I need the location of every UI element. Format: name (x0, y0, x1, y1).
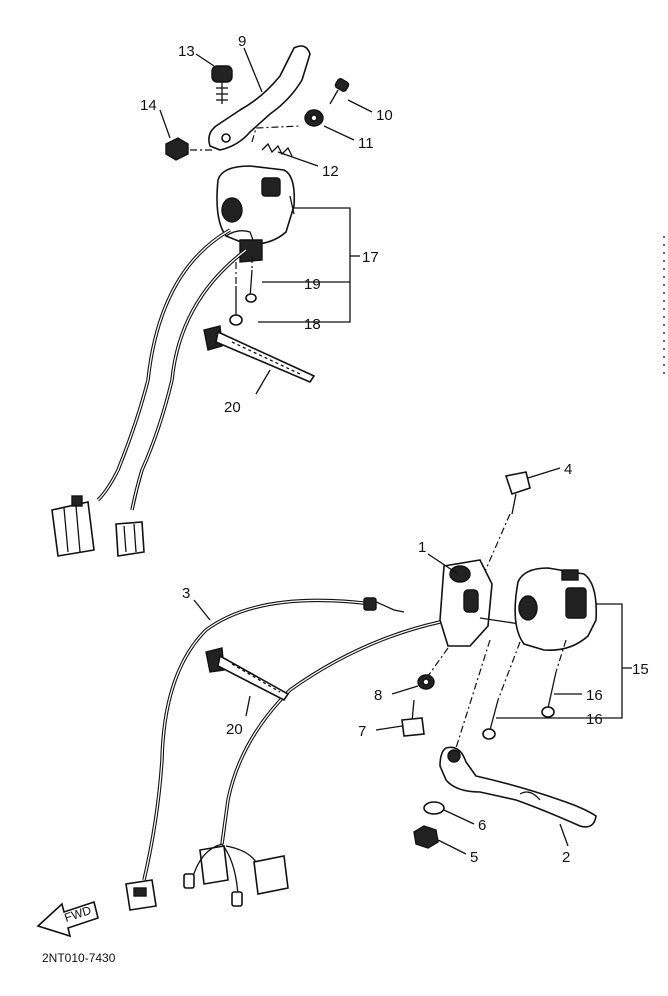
screw-part (245, 269, 257, 303)
part-label: 20 (224, 399, 241, 416)
cable-tie-part (205, 647, 290, 702)
part-label: 12 (322, 163, 339, 180)
part-label: 19 (304, 276, 321, 293)
lever-part (208, 45, 311, 151)
upper-assembly (51, 45, 373, 557)
brake-lever-part (439, 746, 597, 828)
part-label: 14 (140, 97, 157, 114)
bolt-part (211, 65, 233, 104)
cable-tie-part (203, 325, 316, 383)
part-label: 20 (226, 721, 243, 738)
diagram-code: 2NT010-7430 (42, 951, 116, 965)
part-label: 7 (358, 723, 366, 740)
part-label: 10 (376, 107, 393, 124)
part-label: 16 (586, 687, 603, 704)
nut-part (165, 137, 189, 161)
part-label: 8 (374, 687, 382, 704)
part-label: 13 (178, 43, 195, 60)
nut-part (413, 825, 439, 849)
part-label: 18 (304, 316, 321, 333)
part-label: 3 (182, 585, 190, 602)
spring-part (261, 142, 293, 157)
lower-assembly (125, 467, 632, 911)
part-label: 1 (418, 539, 426, 556)
part-label: 16 (586, 711, 603, 728)
screw-part (229, 286, 243, 326)
connector-part (183, 843, 289, 907)
part-label: 15 (632, 661, 649, 678)
lever-bracket-part (439, 559, 521, 647)
right-switch-housing (514, 567, 598, 652)
connector-part (125, 879, 157, 911)
part-label: 5 (470, 849, 478, 866)
bolt-part (504, 471, 531, 515)
part-label: 6 (478, 817, 486, 834)
part-label: 11 (358, 135, 374, 152)
bolt-part (401, 699, 425, 737)
screw-part (541, 671, 557, 718)
part-label: 9 (238, 33, 246, 50)
screw-part (482, 699, 499, 740)
part-labels: 13 9 14 10 11 12 17 19 18 20 4 1 3 15 16… (140, 33, 649, 866)
forward-arrow-icon: FWD (36, 900, 99, 938)
connector-part (51, 495, 95, 557)
part-label: 4 (564, 461, 572, 478)
part-label: 2 (562, 849, 570, 866)
left-switch-housing (216, 165, 296, 263)
pivot-part (423, 801, 445, 815)
connector-part (115, 521, 145, 557)
bolt-part (329, 78, 350, 105)
part-label: 17 (362, 249, 379, 266)
